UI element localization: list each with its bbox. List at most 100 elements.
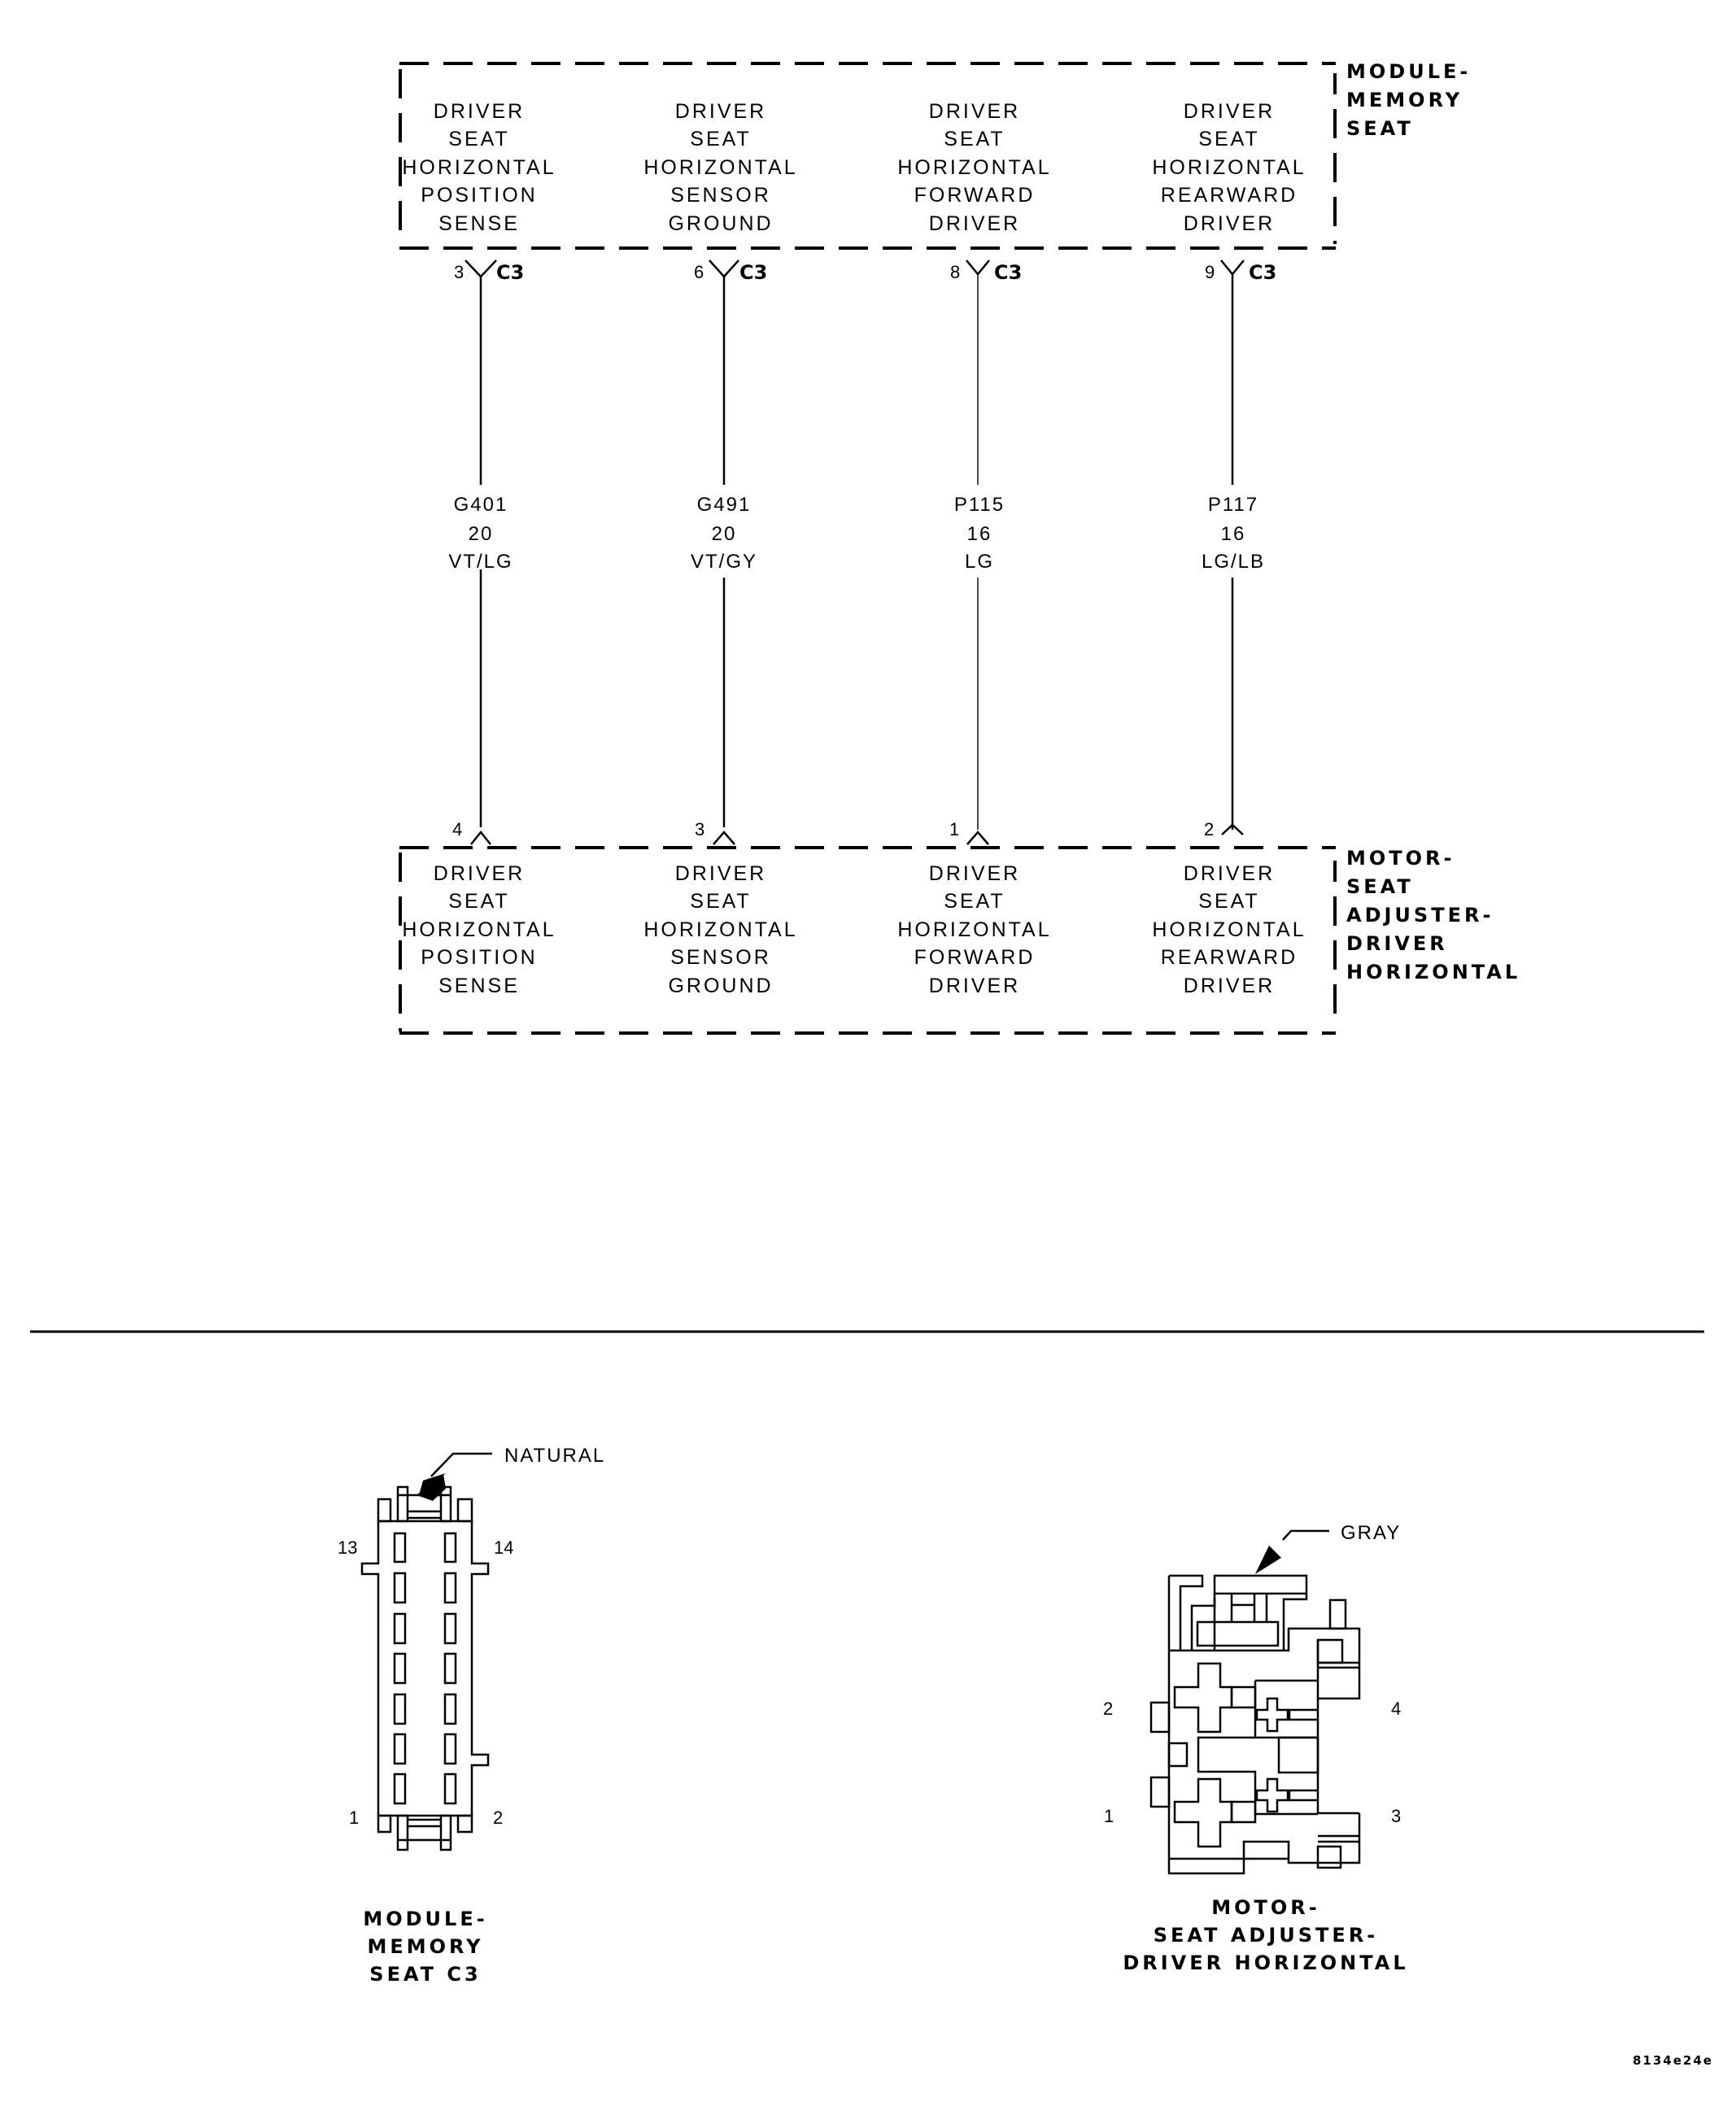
svg-text:G401: G401: [454, 494, 508, 516]
svg-text:ADJUSTER-: ADJUSTER-: [1346, 904, 1494, 927]
svg-text:HORIZONTAL: HORIZONTAL: [643, 918, 797, 941]
svg-text:HORIZONTAL: HORIZONTAL: [1152, 156, 1306, 179]
svg-text:4: 4: [1391, 1698, 1401, 1719]
svg-text:POSITION: POSITION: [421, 946, 537, 969]
svg-text:C3: C3: [739, 261, 767, 284]
svg-text:1: 1: [949, 819, 959, 839]
svg-text:MEMORY: MEMORY: [1346, 89, 1463, 111]
svg-text:SEAT: SEAT: [1346, 117, 1414, 140]
bottom-circuit-4-label: DRIVER SEAT HORIZONTAL REARWARD DRIVER: [1152, 862, 1303, 997]
top-circuit-1-label: DRIVER SEAT HORIZONTAL POSITION SENSE: [402, 100, 556, 235]
module-memory-seat-name: MODULE- MEMORY SEAT: [1346, 60, 1468, 140]
wire-p117: P117 16 LG/LB: [1202, 274, 1265, 830]
top-circuit-3-label: DRIVER SEAT HORIZONTAL FORWARD DRIVER: [897, 100, 1051, 235]
svg-text:MODULE-: MODULE-: [363, 1908, 487, 1930]
bottom-circuit-2-label: DRIVER SEAT HORIZONTAL SENSOR GROUND: [643, 862, 797, 997]
cavity-grid: [393, 1532, 457, 1805]
top-pin-3-connector: 3 C3: [454, 259, 524, 284]
top-circuit-2-label: DRIVER SEAT HORIZONTAL SENSOR GROUND: [643, 100, 797, 235]
top-pin-9-connector: 9 C3: [1205, 259, 1276, 284]
svg-text:SEAT C3: SEAT C3: [369, 1963, 481, 1986]
bottom-pin-1-connector: 1: [949, 819, 989, 845]
svg-text:DRIVER: DRIVER: [1184, 975, 1275, 997]
svg-text:P115: P115: [954, 494, 1005, 516]
svg-text:FORWARD: FORWARD: [914, 184, 1036, 207]
svg-text:P117: P117: [1208, 494, 1258, 516]
svg-text:3: 3: [454, 262, 464, 282]
svg-text:DRIVER: DRIVER: [1184, 862, 1275, 885]
svg-text:SEAT: SEAT: [1346, 875, 1414, 898]
svg-text:8: 8: [950, 262, 960, 282]
svg-text:DRIVER: DRIVER: [1346, 932, 1448, 955]
bottom-pin-2-connector: 2: [1204, 819, 1244, 839]
svg-text:1: 1: [349, 1807, 359, 1828]
svg-text:G491: G491: [697, 494, 752, 516]
svg-text:DRIVER: DRIVER: [929, 212, 1020, 235]
svg-text:DRIVER: DRIVER: [434, 100, 525, 123]
svg-text:HORIZONTAL: HORIZONTAL: [897, 918, 1051, 941]
wire-g401: G401 20 VT/LG: [448, 277, 513, 827]
top-pin-6-connector: 6 C3: [694, 259, 767, 284]
top-circuit-4-label: DRIVER SEAT HORIZONTAL REARWARD DRIVER: [1152, 100, 1306, 235]
module-memory-seat-box: [399, 62, 1337, 250]
svg-text:SEAT: SEAT: [448, 128, 509, 150]
svg-text:4: 4: [452, 819, 462, 839]
bottom-pin-3-connector: 3: [695, 819, 735, 845]
bottom-pin-4-connector: 4: [452, 819, 491, 845]
wire-p115: P115 16 LG: [954, 274, 1005, 830]
svg-text:DRIVER: DRIVER: [434, 862, 525, 885]
svg-text:LG/LB: LG/LB: [1202, 551, 1265, 573]
svg-text:3: 3: [695, 819, 704, 839]
svg-text:SENSOR: SENSOR: [670, 184, 771, 207]
svg-text:DRIVER: DRIVER: [1184, 212, 1275, 235]
svg-text:LG: LG: [965, 551, 994, 573]
svg-text:6: 6: [694, 262, 704, 282]
svg-text:2: 2: [1204, 819, 1214, 839]
svg-text:SEAT: SEAT: [944, 890, 1005, 913]
svg-text:SENSOR: SENSOR: [670, 946, 771, 969]
figure-code: 8134e24e: [1633, 2053, 1713, 2068]
svg-text:GROUND: GROUND: [668, 975, 773, 997]
top-pin-8-connector: 8 C3: [950, 259, 1022, 284]
svg-text:C3: C3: [1249, 261, 1276, 284]
svg-text:SENSE: SENSE: [438, 975, 520, 997]
svg-text:2: 2: [493, 1807, 503, 1828]
svg-text:SEAT: SEAT: [944, 128, 1005, 150]
svg-text:20: 20: [469, 523, 494, 545]
svg-text:HORIZONTAL: HORIZONTAL: [897, 156, 1051, 179]
motor-seat-adjuster-box: [399, 846, 1337, 1035]
svg-text:3: 3: [1391, 1806, 1401, 1826]
svg-text:14: 14: [494, 1537, 513, 1558]
svg-text:REARWARD: REARWARD: [1161, 184, 1298, 207]
svg-text:REARWARD: REARWARD: [1161, 946, 1298, 969]
svg-text:DRIVER: DRIVER: [1184, 100, 1275, 123]
svg-text:SEAT: SEAT: [690, 890, 751, 913]
svg-text:C3: C3: [496, 261, 524, 284]
svg-text:GROUND: GROUND: [668, 212, 773, 235]
svg-text:SEAT: SEAT: [448, 890, 509, 913]
svg-text:9: 9: [1205, 262, 1215, 282]
wire-g491: G491 20 VT/GY: [691, 277, 756, 827]
svg-text:VT/LG: VT/LG: [448, 551, 513, 573]
svg-text:MOTOR-: MOTOR-: [1211, 1896, 1320, 1919]
bottom-circuit-1-label: DRIVER SEAT HORIZONTAL POSITION SENSE: [402, 862, 556, 997]
motor-seat-adjuster-connector-view: GRAY: [1103, 1522, 1406, 1974]
svg-text:HORIZONTAL: HORIZONTAL: [402, 918, 556, 941]
svg-text:20: 20: [712, 523, 737, 545]
svg-text:HORIZONTAL: HORIZONTAL: [643, 156, 797, 179]
svg-text:SEAT: SEAT: [690, 128, 751, 150]
svg-text:SENSE: SENSE: [438, 212, 520, 235]
svg-text:SEAT: SEAT: [1198, 128, 1259, 150]
svg-text:HORIZONTAL: HORIZONTAL: [402, 156, 556, 179]
svg-text:13: 13: [338, 1537, 357, 1558]
svg-text:16: 16: [967, 523, 992, 545]
svg-text:POSITION: POSITION: [421, 184, 537, 207]
svg-text:DRIVER: DRIVER: [929, 862, 1020, 885]
motor-seat-adjuster-name: MOTOR- SEAT ADJUSTER- DRIVER HORIZONTAL: [1346, 847, 1517, 983]
svg-text:SEAT: SEAT: [1198, 890, 1259, 913]
svg-text:DRIVER: DRIVER: [675, 100, 766, 123]
svg-text:DRIVER: DRIVER: [929, 100, 1020, 123]
bottom-circuit-3-label: DRIVER SEAT HORIZONTAL FORWARD DRIVER: [897, 862, 1051, 997]
svg-text:16: 16: [1221, 523, 1246, 545]
